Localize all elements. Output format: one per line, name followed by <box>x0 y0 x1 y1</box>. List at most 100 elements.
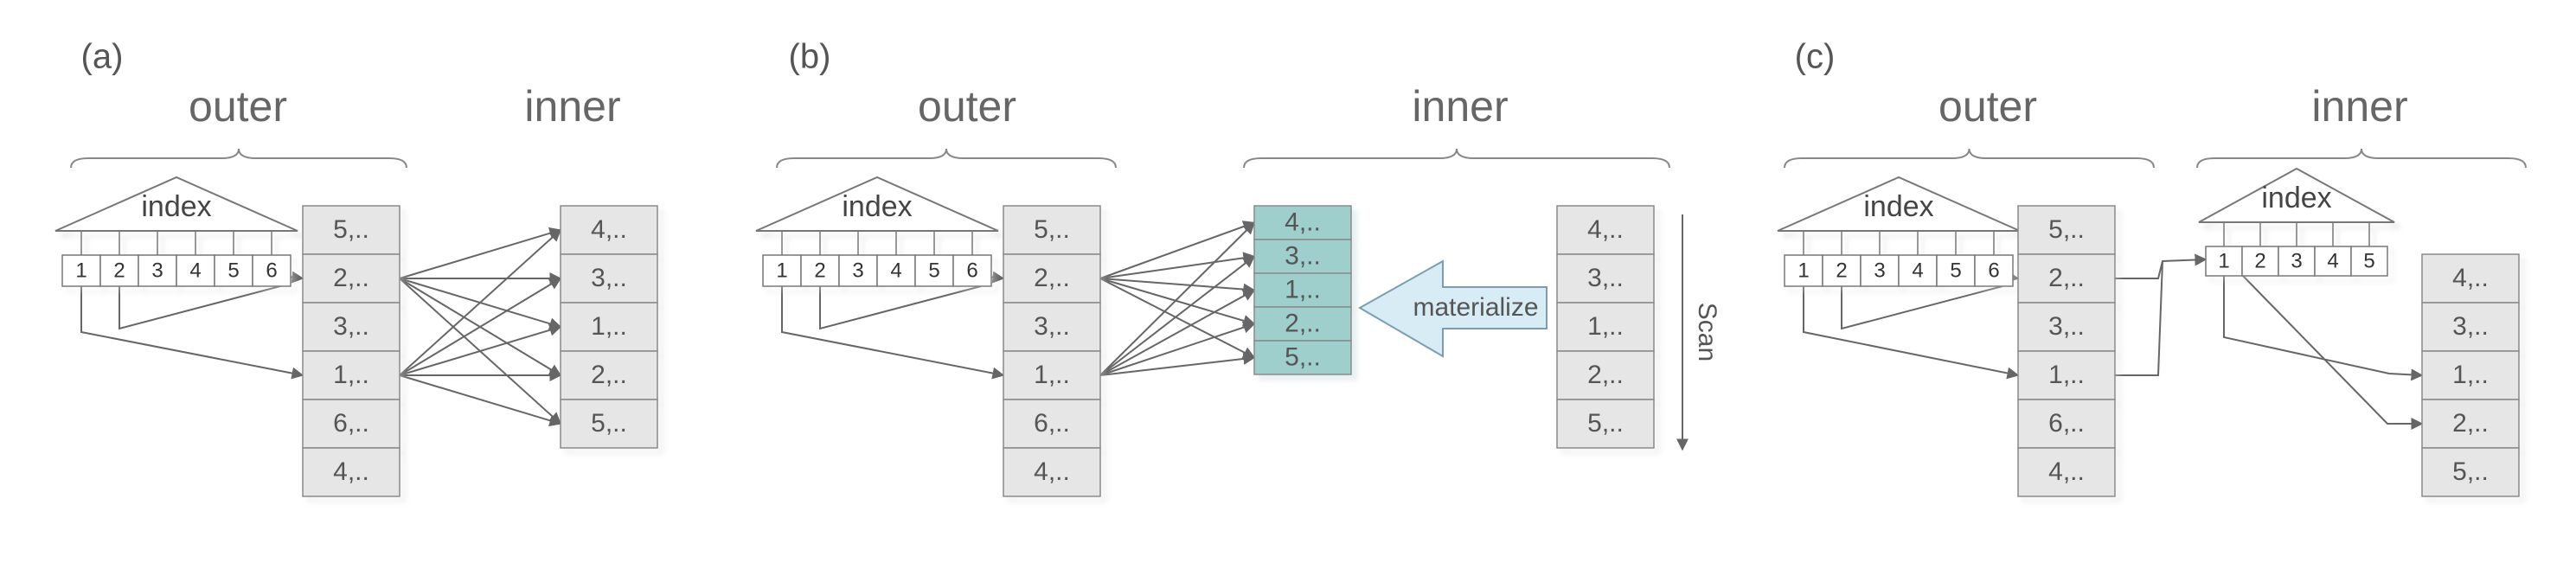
panel-a-label: (a) <box>81 38 124 76</box>
outer-index-label: index <box>1863 190 1933 223</box>
outer-index-entry-label: 2 <box>113 259 125 282</box>
join-arrow <box>1099 278 1256 327</box>
outer-label: outer <box>1938 82 2037 131</box>
outer-table-cell-label: 2,.. <box>1034 264 1070 292</box>
outer-table-cell <box>1003 253 1101 304</box>
inner-index-entry <box>2205 246 2243 277</box>
outer-table-cell <box>1003 447 1101 497</box>
text-layer: (a) outer inner index 1 2 3 4 5 6 5,.. 2,.. 3,.. 1,..… <box>75 38 2489 486</box>
outer-brace <box>776 148 1117 169</box>
outer-table-cell-label: 2,.. <box>333 264 369 292</box>
inner-table <box>2421 253 2520 497</box>
outer-table-cell-label: 6,.. <box>333 409 369 438</box>
panel-c-label: (c) <box>1795 38 1836 76</box>
inner-brace <box>2196 148 2527 169</box>
inner-table-cell-label: 4,.. <box>591 215 627 244</box>
outer-brace <box>1784 148 2155 169</box>
outer-index-entry-label: 6 <box>1988 259 1999 282</box>
inner-table-cell <box>560 350 658 400</box>
outer-index-triangle <box>1777 176 2021 232</box>
outer-index-entry-label: 6 <box>966 259 977 282</box>
inner-table-cell <box>1556 253 1655 304</box>
inner-label: inner <box>2311 82 2407 131</box>
materialized-table-cell-label: 1,.. <box>1285 275 1321 304</box>
outer-table-cell-label: 3,.. <box>1034 312 1070 341</box>
inner-table-cell-label: 4,.. <box>1587 215 1624 244</box>
join-arrow <box>1099 221 1255 376</box>
outer-index-triangle <box>755 176 999 232</box>
join-arrow <box>1099 252 1256 279</box>
materialized-table-cell-label: 3,.. <box>1285 241 1321 270</box>
materialized-table-cell <box>1253 340 1352 375</box>
inner-table-cell <box>560 399 658 449</box>
inner-brace <box>1243 148 1670 169</box>
outer-index-triangle <box>54 176 298 232</box>
inner-table-cell-label: 5,.. <box>591 409 627 438</box>
outer-table <box>1003 205 1101 497</box>
outer-table <box>302 205 400 497</box>
outer-table-cell <box>302 350 400 400</box>
join-arrow <box>1099 255 1256 376</box>
index-pointer <box>80 286 304 380</box>
inner-index-entry <box>2314 246 2352 277</box>
index-pointer <box>2223 276 2424 381</box>
materialize-arrow <box>1357 259 1548 358</box>
materialized-table-cell-label: 5,.. <box>1285 342 1321 371</box>
outer-index-entry-label: 3 <box>151 259 163 282</box>
probe-arrow <box>2115 253 2208 279</box>
probe-arrow <box>2115 260 2163 376</box>
outer-table-cell-label: 5,.. <box>2048 215 2085 244</box>
outer-table-cell-label: 1,.. <box>1034 361 1070 389</box>
outer-index-entry <box>952 254 992 287</box>
scan-label: Scan <box>1693 303 1721 361</box>
outer-index-entry <box>1822 254 1862 287</box>
outer-table-cell <box>1003 302 1101 352</box>
join-arrow <box>1099 289 1256 376</box>
outer-table-cell-label: 3,.. <box>333 312 369 341</box>
inner-table-cell <box>560 302 658 352</box>
outer-index-entry <box>876 254 916 287</box>
outer-index-label: index <box>141 190 211 223</box>
outer-table-cell-label: 5,.. <box>1034 215 1070 244</box>
join-arrow <box>399 374 562 427</box>
outer-table-cell <box>302 205 400 255</box>
join-arrow <box>1099 278 1256 296</box>
outer-index-entry-label: 5 <box>1950 259 1961 282</box>
inner-table-cell-label: 4,.. <box>2452 264 2489 292</box>
inner-table-cell <box>560 253 658 304</box>
outer-brace <box>70 148 407 169</box>
outer-index-entry-label: 3 <box>852 259 863 282</box>
outer-table-cell <box>302 253 400 304</box>
inner-table-cell-label: 3,.. <box>1587 264 1624 292</box>
index-pointer <box>1841 285 2003 330</box>
inner-table-cell-label: 1,.. <box>1587 312 1624 341</box>
join-arrow <box>399 323 562 376</box>
join-arrow <box>399 227 562 279</box>
materialized-table-cell <box>1253 272 1352 308</box>
inner-index-entry-label: 5 <box>2363 249 2374 272</box>
inner-table <box>1556 205 1655 449</box>
index-pointer <box>2242 275 2424 430</box>
inner-table-cell-label: 5,.. <box>2452 457 2489 486</box>
inner-index-entry-label: 1 <box>2218 249 2229 272</box>
materialized-table <box>1253 205 1352 375</box>
outer-table-cell <box>2017 350 2116 400</box>
inner-table-cell-label: 2,.. <box>591 361 627 389</box>
index-pointer <box>1803 286 2020 380</box>
index-pointer <box>781 286 1005 380</box>
materialized-table-cell-label: 2,.. <box>1285 309 1321 337</box>
inner-table-cell <box>2421 350 2520 400</box>
outer-index-entry-label: 4 <box>189 259 201 282</box>
outer-index-entry <box>214 254 253 287</box>
inner-index-entry <box>2278 246 2316 277</box>
panel-b-label: (b) <box>789 38 831 76</box>
outer-index-entry <box>914 254 954 287</box>
outer-table-cell-label: 5,.. <box>333 215 369 244</box>
inner-table-cell-label: 5,.. <box>1587 409 1624 438</box>
outer-index-entry-label: 6 <box>266 259 277 282</box>
outer-table-cell <box>1003 350 1101 400</box>
outer-table-cell-label: 4,.. <box>1034 457 1070 486</box>
outer-index <box>54 176 298 287</box>
outer-table-cell <box>2017 447 2116 497</box>
